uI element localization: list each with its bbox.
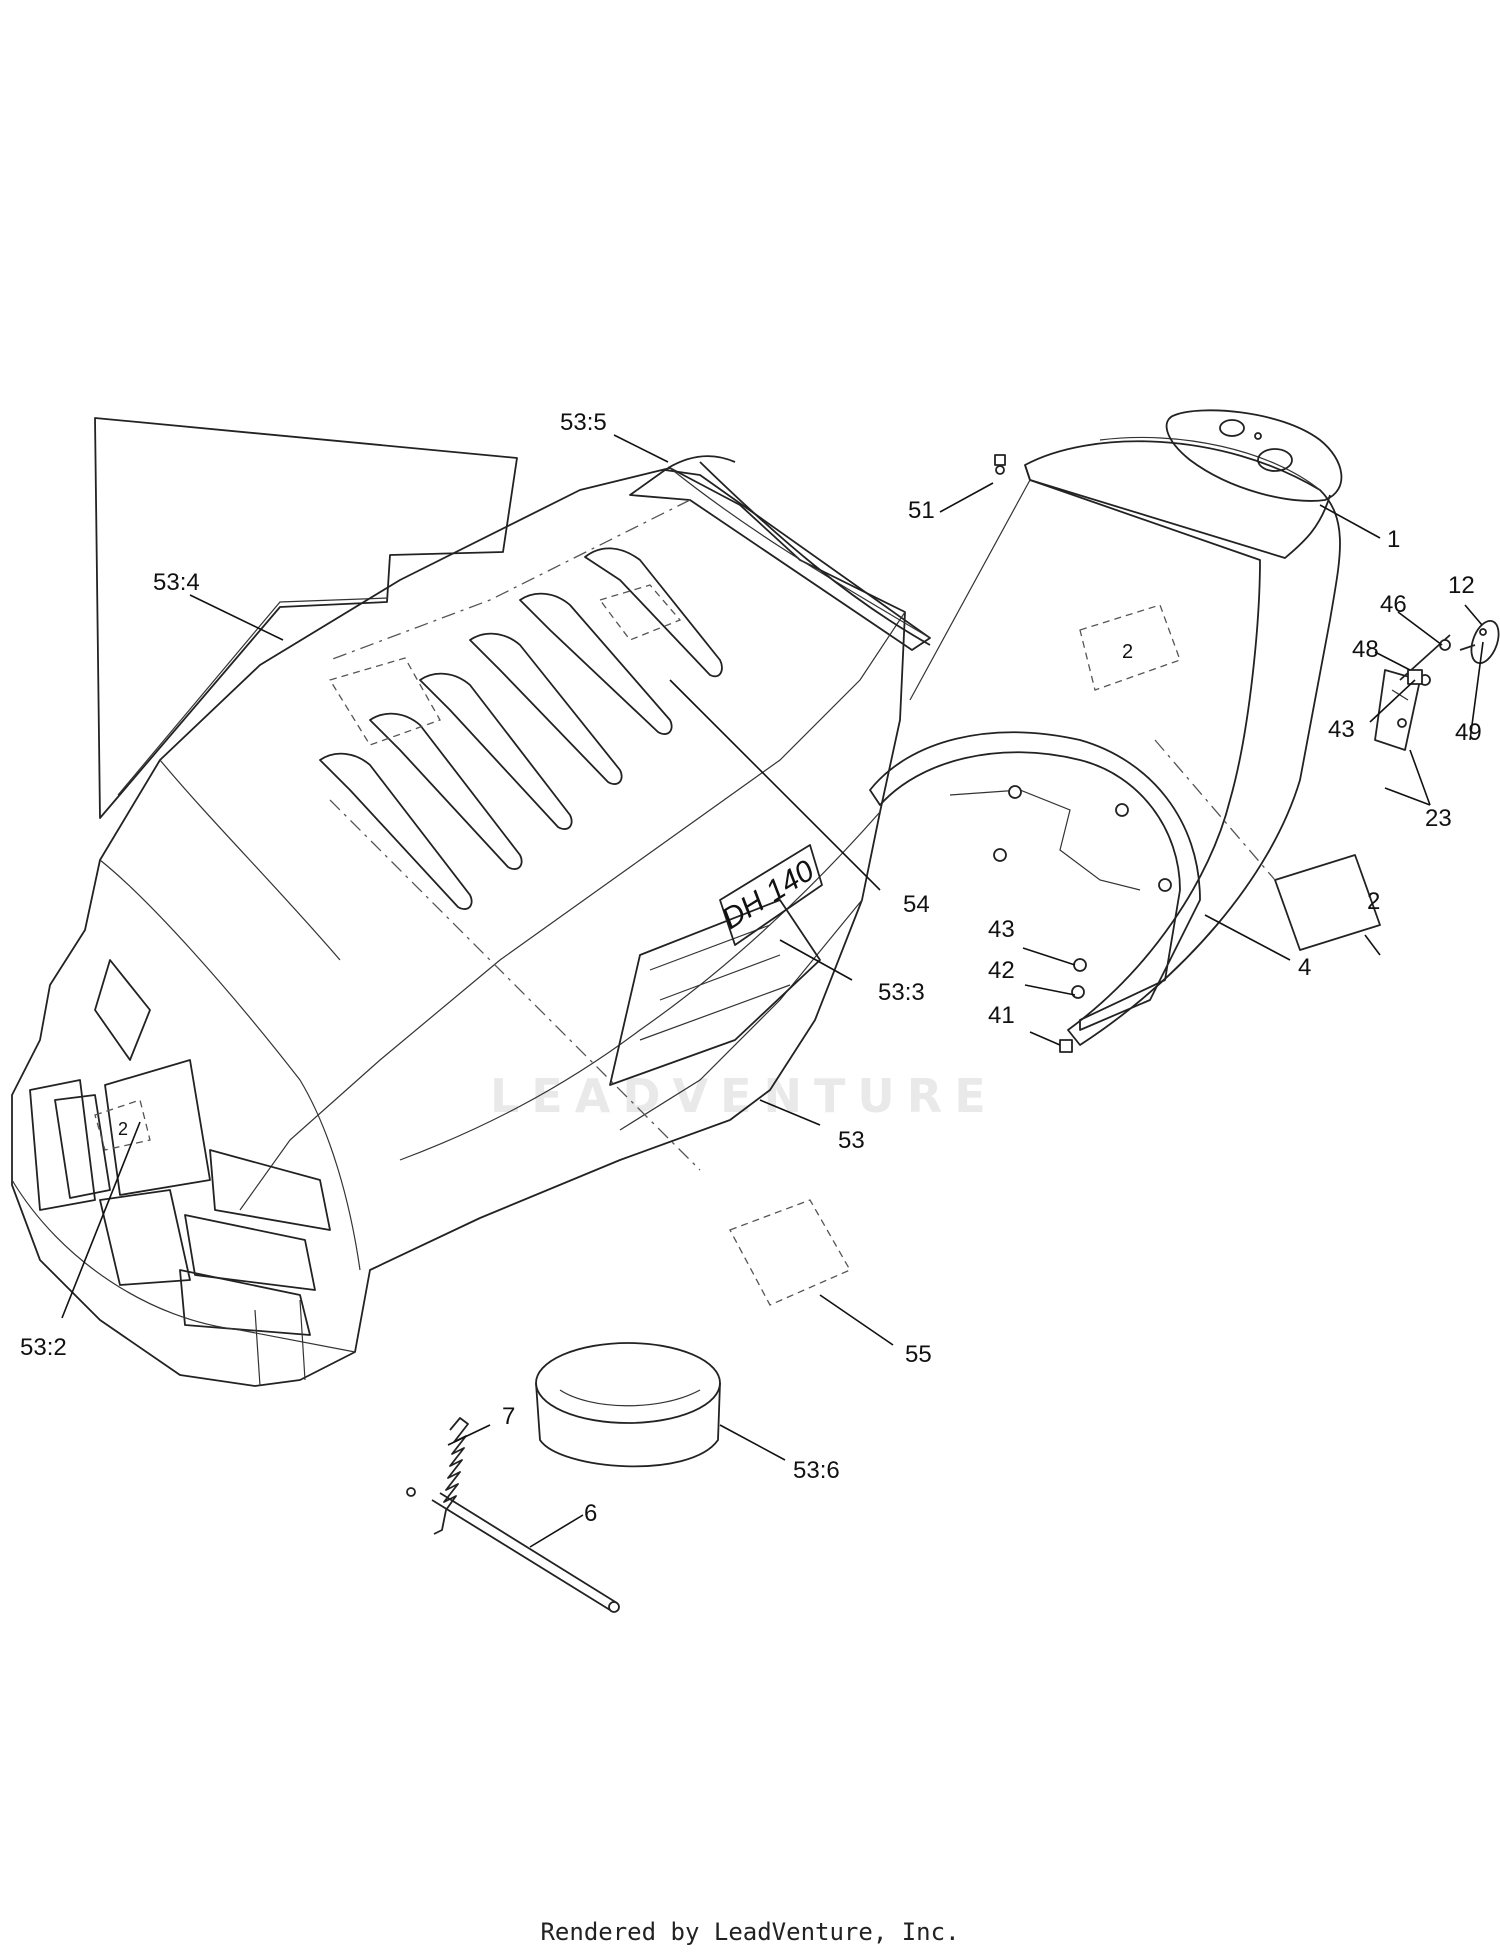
callout-labels: 53:5 53:4 51 1 12 46 48 43 49 23 2 54 43… [20, 409, 1482, 1527]
callout-54: 54 [903, 891, 930, 918]
hood-vents [319, 547, 723, 910]
decal-square [1274, 854, 1381, 951]
hood-grille [11, 959, 356, 1387]
key-plate [1165, 409, 1343, 502]
leader-lines [61, 434, 1484, 1548]
callout-53-6: 53:6 [793, 1457, 840, 1484]
hood-body: DH 140 2 [11, 467, 931, 1387]
callout-48: 48 [1352, 636, 1379, 663]
lever-bracket [1374, 634, 1451, 751]
callout-49: 49 [1455, 719, 1482, 746]
callout-53: 53 [838, 1127, 865, 1154]
callout-53-4: 53:4 [153, 569, 200, 596]
mounting-bracket [869, 731, 1201, 1031]
callout-43-lower: 43 [988, 916, 1015, 943]
callout-55: 55 [905, 1341, 932, 1368]
callout-23: 23 [1425, 805, 1452, 832]
trim-strip [667, 455, 931, 646]
watermark-text: LEADVENTURE [490, 1069, 998, 1123]
callout-1: 1 [1387, 526, 1400, 553]
callout-46: 46 [1380, 591, 1407, 618]
callout-42: 42 [988, 957, 1015, 984]
callout-6: 6 [584, 1500, 597, 1527]
callout-43-upper: 43 [1328, 716, 1355, 743]
spring [406, 1417, 469, 1535]
control-knob [1459, 620, 1500, 664]
fasteners [994, 454, 1487, 1053]
callout-4: 4 [1298, 954, 1311, 981]
callout-53-3: 53:3 [878, 979, 925, 1006]
callout-7: 7 [502, 1403, 515, 1430]
dash-decal-glyph: 2 [1122, 641, 1133, 663]
callout-41: 41 [988, 1002, 1015, 1029]
dash-panel: 2 [909, 436, 1341, 1046]
callout-53-5: 53:5 [560, 409, 607, 436]
callout-53-2: 53:2 [20, 1334, 67, 1361]
callout-2: 2 [1367, 888, 1380, 915]
callout-12: 12 [1448, 572, 1475, 599]
grommet-ring [535, 1342, 721, 1468]
render-credit: Rendered by LeadVenture, Inc. [540, 1918, 960, 1946]
side-decal-strip [94, 417, 518, 819]
callout-51: 51 [908, 497, 935, 524]
hood-badge-text: DH 140 [716, 854, 820, 936]
support-rod [431, 1492, 620, 1613]
grille-decal-glyph: 2 [118, 1119, 128, 1139]
